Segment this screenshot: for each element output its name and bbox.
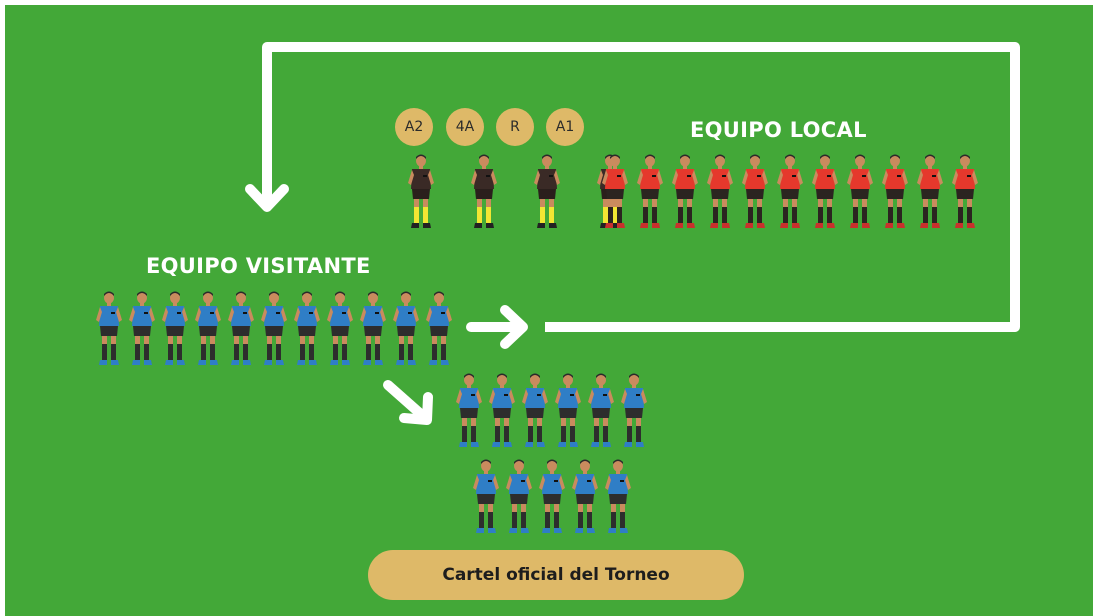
away-team-row: [91, 290, 457, 368]
away-player-figure: [223, 290, 259, 368]
home-player-figure: [737, 153, 773, 231]
official-badge-r: R: [496, 108, 534, 146]
referee-figure: [403, 153, 439, 231]
home-player-figure: [667, 153, 703, 231]
away-player-figure: [484, 372, 520, 450]
away-player-figure: [421, 290, 457, 368]
home-player-figure: [597, 153, 633, 231]
away-second-row: [451, 372, 652, 450]
home-team-row: [597, 153, 983, 231]
away-player-figure: [468, 458, 504, 536]
home-player-figure: [842, 153, 878, 231]
away-player-figure: [517, 372, 553, 450]
away-player-figure: [388, 290, 424, 368]
away-player-figure: [451, 372, 487, 450]
away-player-figure: [91, 290, 127, 368]
diagonal-arrow-head: [399, 392, 433, 425]
right-arrow-head: [500, 305, 528, 349]
home-player-figure: [877, 153, 913, 231]
away-player-figure: [256, 290, 292, 368]
away-player-figure: [124, 290, 160, 368]
officials-row: [403, 153, 628, 231]
away-player-figure: [600, 458, 636, 536]
home-player-figure: [702, 153, 738, 231]
away-player-figure: [534, 458, 570, 536]
away-player-figure: [583, 372, 619, 450]
field-background: EQUIPO LOCAL EQUIPO VISITANTE A2 4A R A1: [5, 5, 1093, 616]
away-player-figure: [190, 290, 226, 368]
loop-arrow-line: [262, 42, 1020, 332]
away-player-figure: [616, 372, 652, 450]
away-player-figure: [322, 290, 358, 368]
home-player-figure: [632, 153, 668, 231]
referee-figure: [466, 153, 502, 231]
away-player-figure: [567, 458, 603, 536]
away-player-figure: [355, 290, 391, 368]
diagonal-arrow-line: [383, 380, 428, 421]
flow-arrows: [245, 42, 1020, 425]
home-player-figure: [912, 153, 948, 231]
home-player-figure: [947, 153, 983, 231]
down-arrow-head: [245, 184, 289, 212]
home-player-figure: [772, 153, 808, 231]
official-poster-button[interactable]: Cartel oficial del Torneo: [368, 550, 744, 600]
home-player-figure: [807, 153, 843, 231]
away-player-figure: [501, 458, 537, 536]
away-player-figure: [157, 290, 193, 368]
away-player-figure: [289, 290, 325, 368]
away-third-row: [468, 458, 636, 536]
referee-figure: [529, 153, 565, 231]
official-badge-a2: A2: [395, 108, 433, 146]
away-team-label: EQUIPO VISITANTE: [146, 254, 371, 278]
official-badge-a1: A1: [546, 108, 584, 146]
home-team-label: EQUIPO LOCAL: [690, 118, 867, 142]
away-player-figure: [550, 372, 586, 450]
official-badge-4a: 4A: [446, 108, 484, 146]
